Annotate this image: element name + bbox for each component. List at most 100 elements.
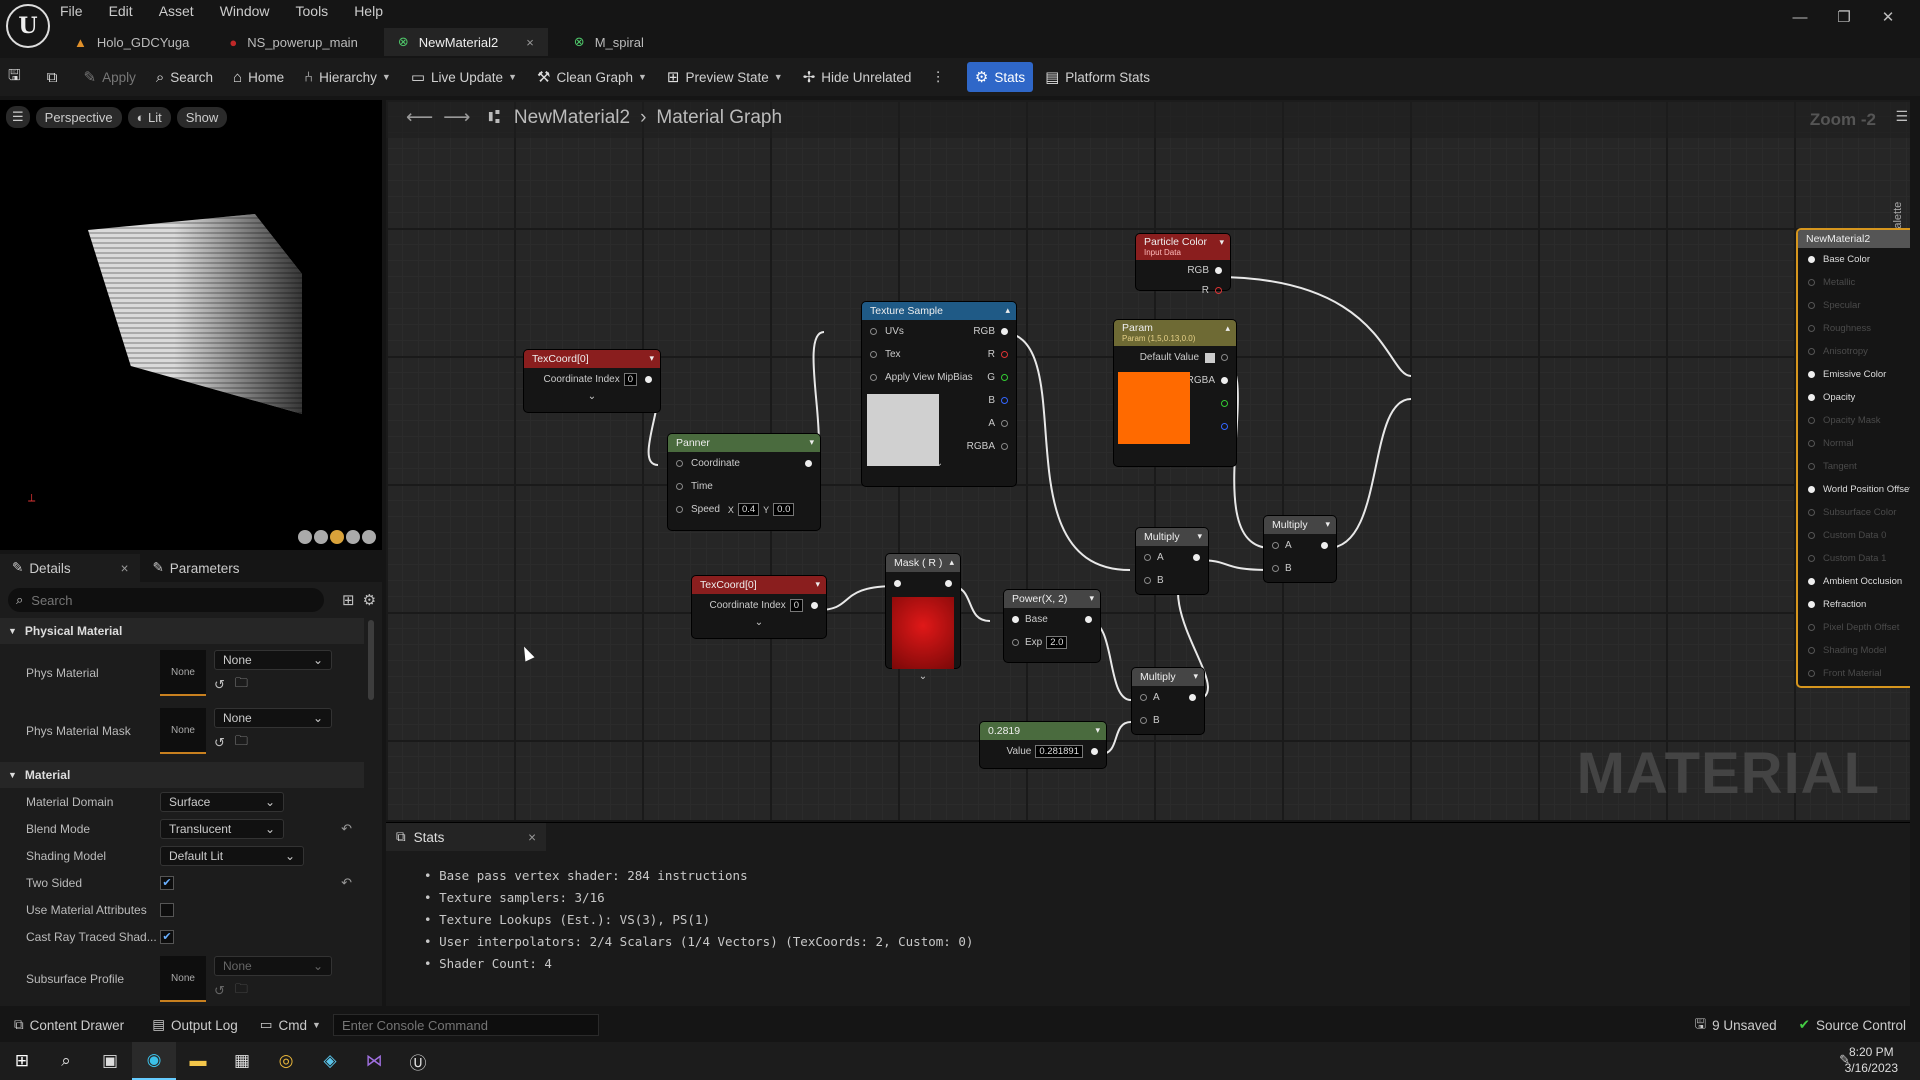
output-pin-opacity[interactable]: Opacity <box>1798 386 1910 409</box>
tab-holo-gdcyuga[interactable]: ▲ Holo_GDCYuga <box>60 28 203 56</box>
forward-arrow-icon[interactable]: ⟶ <box>443 107 471 128</box>
output-pin[interactable] <box>1085 616 1092 623</box>
viewport-menu-icon[interactable]: ☰ <box>6 106 30 128</box>
input-pin[interactable] <box>1808 555 1815 562</box>
input-pin[interactable] <box>1808 601 1815 608</box>
preview-state-button[interactable]: ⊞Preview State▼ <box>659 62 791 92</box>
output-pin[interactable] <box>1001 374 1008 381</box>
subsurface-profile-thumbnail[interactable]: None <box>160 956 206 1002</box>
menu-help[interactable]: Help <box>354 3 383 19</box>
node-param[interactable]: Param Param (1,5,0.13,0.0) ▴ Default Val… <box>1114 320 1236 466</box>
tab-newmaterial2[interactable]: ⊗ NewMaterial2 × <box>383 28 548 56</box>
chevron-down-icon[interactable]: ▾ <box>1325 519 1330 529</box>
input-pin[interactable] <box>1808 256 1815 263</box>
exp-value-field[interactable]: 2.0 <box>1046 636 1068 649</box>
output-pin-specular[interactable]: Specular <box>1798 294 1910 317</box>
output-pin-shading-model[interactable]: Shading Model <box>1798 639 1910 662</box>
system-clock[interactable]: 8:20 PM 3/16/2023 <box>1845 1044 1898 1076</box>
console-command-input[interactable] <box>332 1014 599 1036</box>
content-drawer-button[interactable]: ⧉Content Drawer <box>8 1017 130 1033</box>
input-pin[interactable] <box>870 351 877 358</box>
output-pin-base-color[interactable]: Base Color <box>1798 248 1910 271</box>
input-pin[interactable] <box>1808 440 1815 447</box>
taskbar-search-icon[interactable]: ⌕ <box>61 1051 71 1070</box>
color-swatch-icon[interactable] <box>1205 352 1215 363</box>
cube-preview-icon[interactable] <box>346 530 360 544</box>
hide-unrelated-button[interactable]: ✢Hide Unrelated <box>795 62 920 92</box>
category-material[interactable]: ▼Material <box>0 762 364 788</box>
node-texcoord-2[interactable]: TexCoord[0]▾ Coordinate Index 0 ⌄ <box>692 576 826 638</box>
output-pin-subsurface-color[interactable]: Subsurface Color <box>1798 501 1910 524</box>
close-tab-icon[interactable]: × <box>526 34 534 50</box>
chevron-up-icon[interactable]: ▴ <box>1005 305 1010 315</box>
input-pin[interactable] <box>676 460 683 467</box>
chevron-up-icon[interactable]: ▴ <box>1225 323 1230 333</box>
input-pin[interactable] <box>1144 577 1151 584</box>
expand-arrow-icon[interactable]: ⌄ <box>587 391 597 402</box>
output-pin[interactable] <box>1001 397 1008 404</box>
cylinder-preview-icon[interactable] <box>298 530 312 544</box>
show-button[interactable]: Show <box>176 106 228 128</box>
output-pin-tangent[interactable]: Tangent <box>1798 455 1910 478</box>
source-control-button[interactable]: ✔Source Control <box>1793 1017 1912 1033</box>
output-pin-custom-data-0[interactable]: Custom Data 0 <box>1798 524 1910 547</box>
input-pin[interactable] <box>1808 417 1815 424</box>
input-pin[interactable] <box>1140 694 1147 701</box>
blend-mode-dropdown[interactable]: Translucent⌄ <box>160 818 284 839</box>
edge-browser-icon[interactable]: ◉ <box>132 1042 176 1080</box>
unreal-logo-icon[interactable]: U <box>6 4 50 48</box>
use-material-attributes-checkbox[interactable] <box>160 902 174 917</box>
chevron-up-icon[interactable]: ▴ <box>949 557 954 567</box>
output-pin[interactable] <box>645 376 652 383</box>
reset-arrow-icon[interactable]: ↺ <box>214 735 225 750</box>
output-pin-pixel-depth-offset[interactable]: Pixel Depth Offset <box>1798 616 1910 639</box>
chevron-down-icon[interactable]: ▾ <box>815 579 820 589</box>
cast-ray-traced-checkbox[interactable]: ✔ <box>160 929 174 944</box>
input-pin[interactable] <box>894 580 901 587</box>
visual-studio-icon[interactable]: ⋈ <box>365 1051 383 1070</box>
menu-file[interactable]: File <box>60 3 83 19</box>
chevron-down-icon[interactable]: ▾ <box>1089 593 1094 603</box>
preview-viewport[interactable]: ☰ Perspective ◐ Lit Show ⟂ <box>0 100 382 550</box>
file-explorer-icon[interactable]: ▬ <box>189 1051 207 1070</box>
output-pin[interactable] <box>1189 694 1196 701</box>
output-pin[interactable] <box>1221 377 1228 384</box>
output-pin-ambient-occlusion[interactable]: Ambient Occlusion <box>1798 570 1910 593</box>
node-texcoord-1[interactable]: TexCoord[0]▾ Coordinate Index 0 ⌄ <box>524 350 660 412</box>
node-multiply-1[interactable]: Multiply▾ A B <box>1136 528 1208 594</box>
more-options-icon[interactable]: ⋮ <box>931 69 945 84</box>
phys-material-dropdown[interactable]: None⌄ <box>214 650 332 670</box>
graph-menu-icon[interactable]: ☰ <box>1895 108 1908 124</box>
sphere-preview-icon[interactable] <box>314 530 328 544</box>
coordinate-index-field[interactable]: 0 <box>789 599 803 612</box>
input-pin[interactable] <box>1808 394 1815 401</box>
close-icon[interactable]: ✕ <box>1881 9 1895 26</box>
output-pin[interactable] <box>945 580 952 587</box>
output-pin-roughness[interactable]: Roughness <box>1798 317 1910 340</box>
phys-material-mask-thumbnail[interactable]: None <box>160 708 206 754</box>
output-pin[interactable] <box>1215 286 1222 294</box>
input-pin[interactable] <box>1808 302 1815 309</box>
back-arrow-icon[interactable]: ⟵ <box>406 107 434 128</box>
teapot-preview-icon[interactable] <box>362 530 376 544</box>
input-pin[interactable] <box>1144 554 1151 561</box>
reset-to-default-icon[interactable]: ↶ <box>341 820 352 836</box>
perspective-button[interactable]: Perspective <box>35 106 122 128</box>
input-pin[interactable] <box>870 328 877 335</box>
input-pin[interactable] <box>1272 565 1279 572</box>
chevron-down-icon[interactable]: ▾ <box>1095 725 1100 735</box>
expand-arrow-icon[interactable]: ⌄ <box>754 617 764 628</box>
output-pin-refraction[interactable]: Refraction <box>1798 593 1910 616</box>
tab-m-spiral[interactable]: ⊗ M_spiral <box>560 28 658 56</box>
input-pin[interactable] <box>1140 717 1147 724</box>
output-pin-opacity-mask[interactable]: Opacity Mask <box>1798 409 1910 432</box>
breadcrumb-child[interactable]: Material Graph <box>656 106 783 128</box>
windows-start-icon[interactable]: ⊞ <box>14 1051 30 1070</box>
tab-parameters[interactable]: ✎ Parameters <box>140 554 251 582</box>
hierarchy-button[interactable]: ⑃Hierarchy▼ <box>296 62 399 92</box>
clean-graph-button[interactable]: ⚒Clean Graph▼ <box>529 62 655 92</box>
output-log-button[interactable]: ▤Output Log <box>146 1017 244 1033</box>
